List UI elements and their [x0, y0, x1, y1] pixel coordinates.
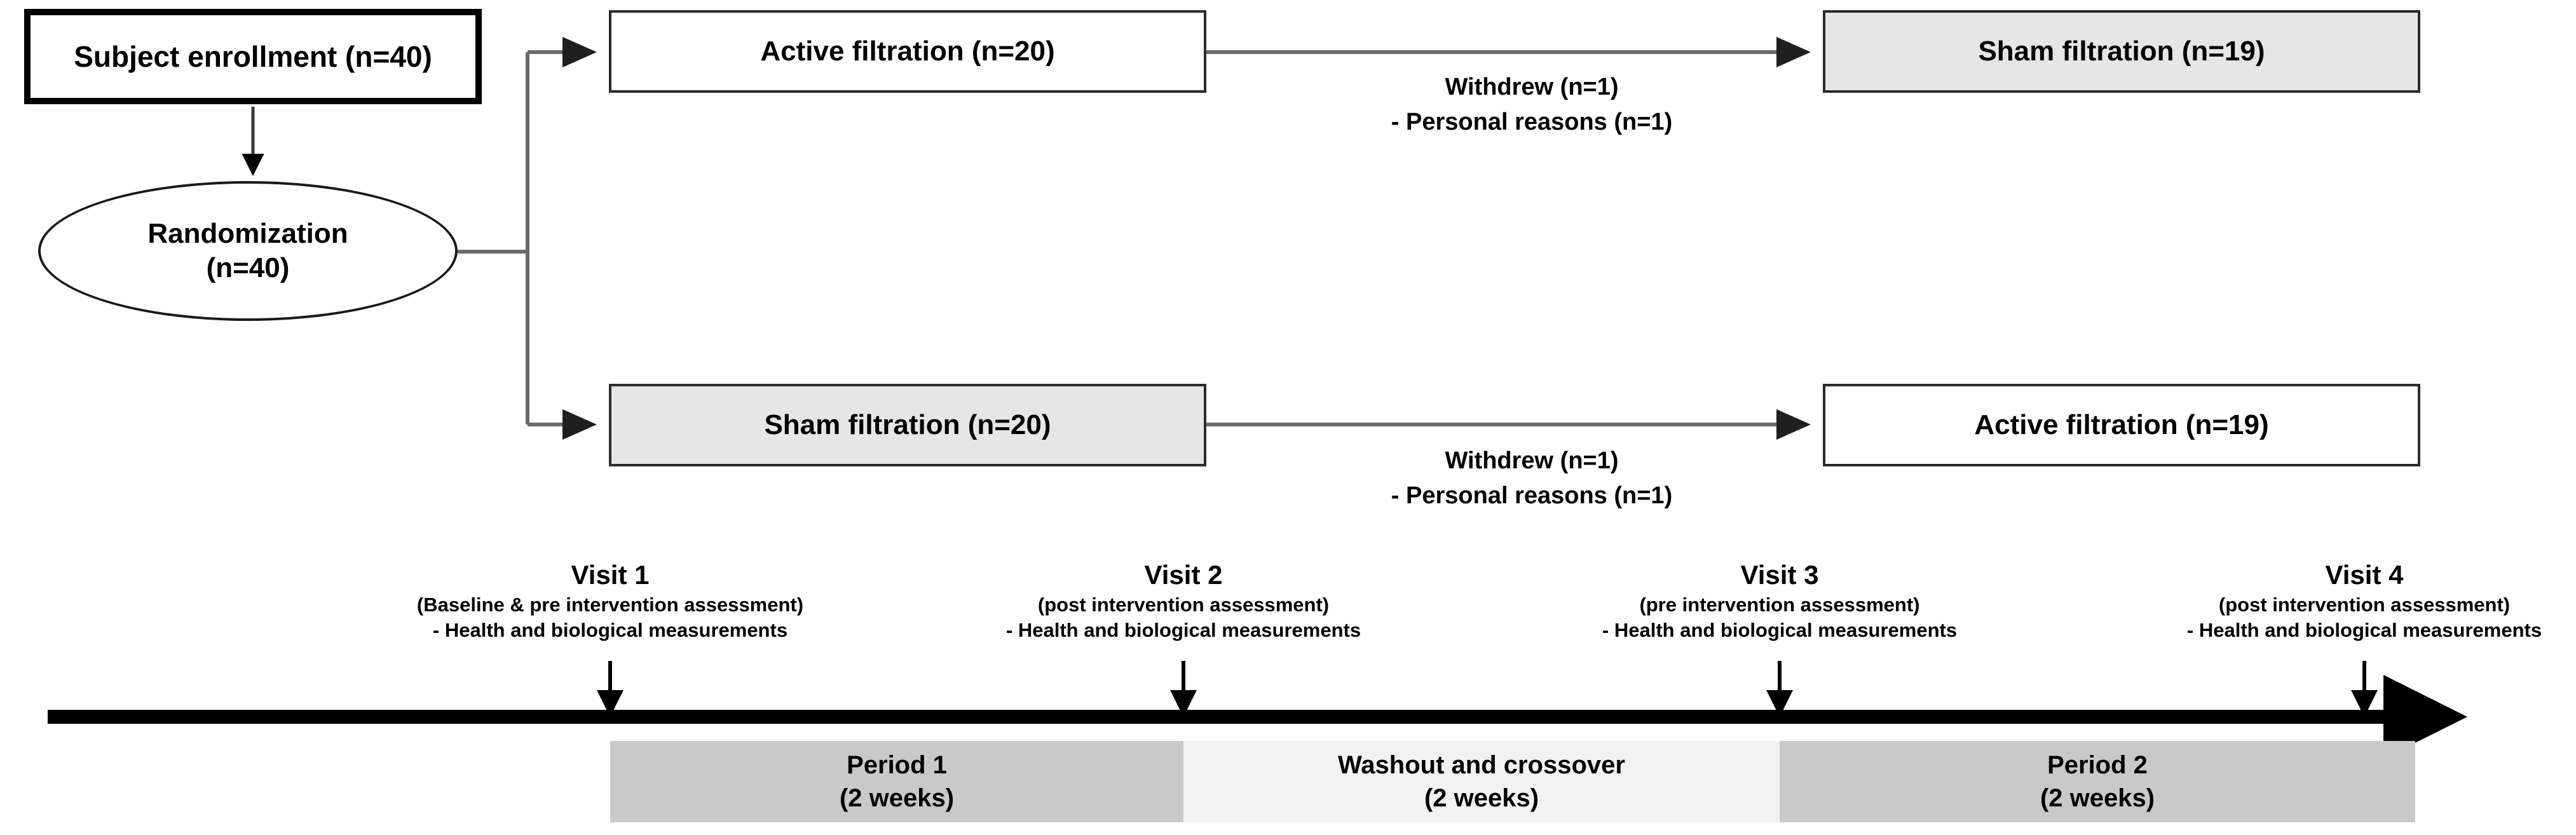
node-sham-filtration-period1[interactable]: Sham filtration (n=20): [609, 384, 1206, 466]
timeline-period-2-name: Period 2: [2047, 751, 2148, 779]
node-active-filtration-period2-label: Active filtration (n=19): [1974, 409, 2269, 441]
timeline-visit-1-subtitle: (Baseline & pre intervention assessment): [416, 593, 804, 616]
node-randomization-label: Randomization: [147, 218, 348, 250]
annotation-withdrew-bottom-line1: Withdrew (n=1): [1445, 447, 1619, 474]
annotation-withdrew-top-line2: - Personal reasons (n=1): [1391, 109, 1673, 136]
timeline-visit-1-title: Visit 1: [571, 560, 650, 590]
timeline-period-washout: Washout and crossover (2 weeks): [1183, 741, 1780, 822]
timeline-period-washout-name: Washout and crossover: [1338, 751, 1625, 779]
timeline-visit-4-detail: - Health and biological measurements: [2186, 619, 2542, 642]
timeline-visit-2: Visit 2 (post intervention assessment) -…: [1006, 559, 1361, 644]
timeline-period-1-name: Period 1: [847, 751, 947, 779]
timeline-visit-4-subtitle: (post intervention assessment): [2218, 593, 2511, 616]
timeline-visit-1: Visit 1 (Baseline & pre intervention ass…: [417, 559, 803, 644]
node-sham-filtration-period1-label: Sham filtration (n=20): [764, 409, 1051, 441]
node-subject-enrollment[interactable]: Subject enrollment (n=40): [24, 9, 482, 104]
timeline-visit-1-detail: - Health and biological measurements: [432, 619, 788, 642]
timeline-visit-2-detail: - Health and biological measurements: [1005, 619, 1361, 642]
timeline-visit-2-subtitle: (post intervention assessment): [1037, 593, 1330, 616]
timeline-visit-2-title: Visit 2: [1144, 560, 1223, 590]
timeline-period-2: Period 2 (2 weeks): [1780, 741, 2415, 822]
node-subject-enrollment-label: Subject enrollment (n=40): [74, 39, 432, 73]
annotation-withdrew-bottom: Withdrew (n=1) - Personal reasons (n=1): [1246, 444, 1818, 513]
timeline-visit-3: Visit 3 (pre intervention assessment) - …: [1602, 559, 1957, 644]
annotation-withdrew-top: Withdrew (n=1) - Personal reasons (n=1): [1246, 70, 1818, 140]
node-sham-filtration-period2-label: Sham filtration (n=19): [1978, 36, 2265, 67]
timeline-period-1-duration: (2 weeks): [839, 784, 955, 812]
node-active-filtration-period1-label: Active filtration (n=20): [760, 36, 1055, 67]
timeline-visit-3-title: Visit 3: [1740, 560, 1819, 590]
timeline-period-washout-duration: (2 weeks): [1424, 784, 1539, 812]
node-sham-filtration-period2[interactable]: Sham filtration (n=19): [1823, 10, 2420, 93]
timeline-visit-3-detail: - Health and biological measurements: [1602, 619, 1958, 642]
annotation-withdrew-bottom-line2: - Personal reasons (n=1): [1391, 482, 1673, 510]
timeline-visit-3-subtitle: (pre intervention assessment): [1639, 593, 1920, 616]
timeline-visit-4-title: Visit 4: [2325, 560, 2404, 590]
timeline-period-1: Period 1 (2 weeks): [610, 741, 1183, 822]
node-active-filtration-period2[interactable]: Active filtration (n=19): [1823, 384, 2420, 466]
node-active-filtration-period1[interactable]: Active filtration (n=20): [609, 10, 1206, 93]
timeline-period-2-duration: (2 weeks): [2040, 784, 2155, 812]
node-randomization[interactable]: Randomization (n=40): [38, 181, 458, 321]
annotation-withdrew-top-line1: Withdrew (n=1): [1445, 74, 1619, 100]
timeline-visit-4: Visit 4 (post intervention assessment) -…: [2187, 559, 2542, 644]
node-randomization-count: (n=40): [206, 252, 290, 283]
